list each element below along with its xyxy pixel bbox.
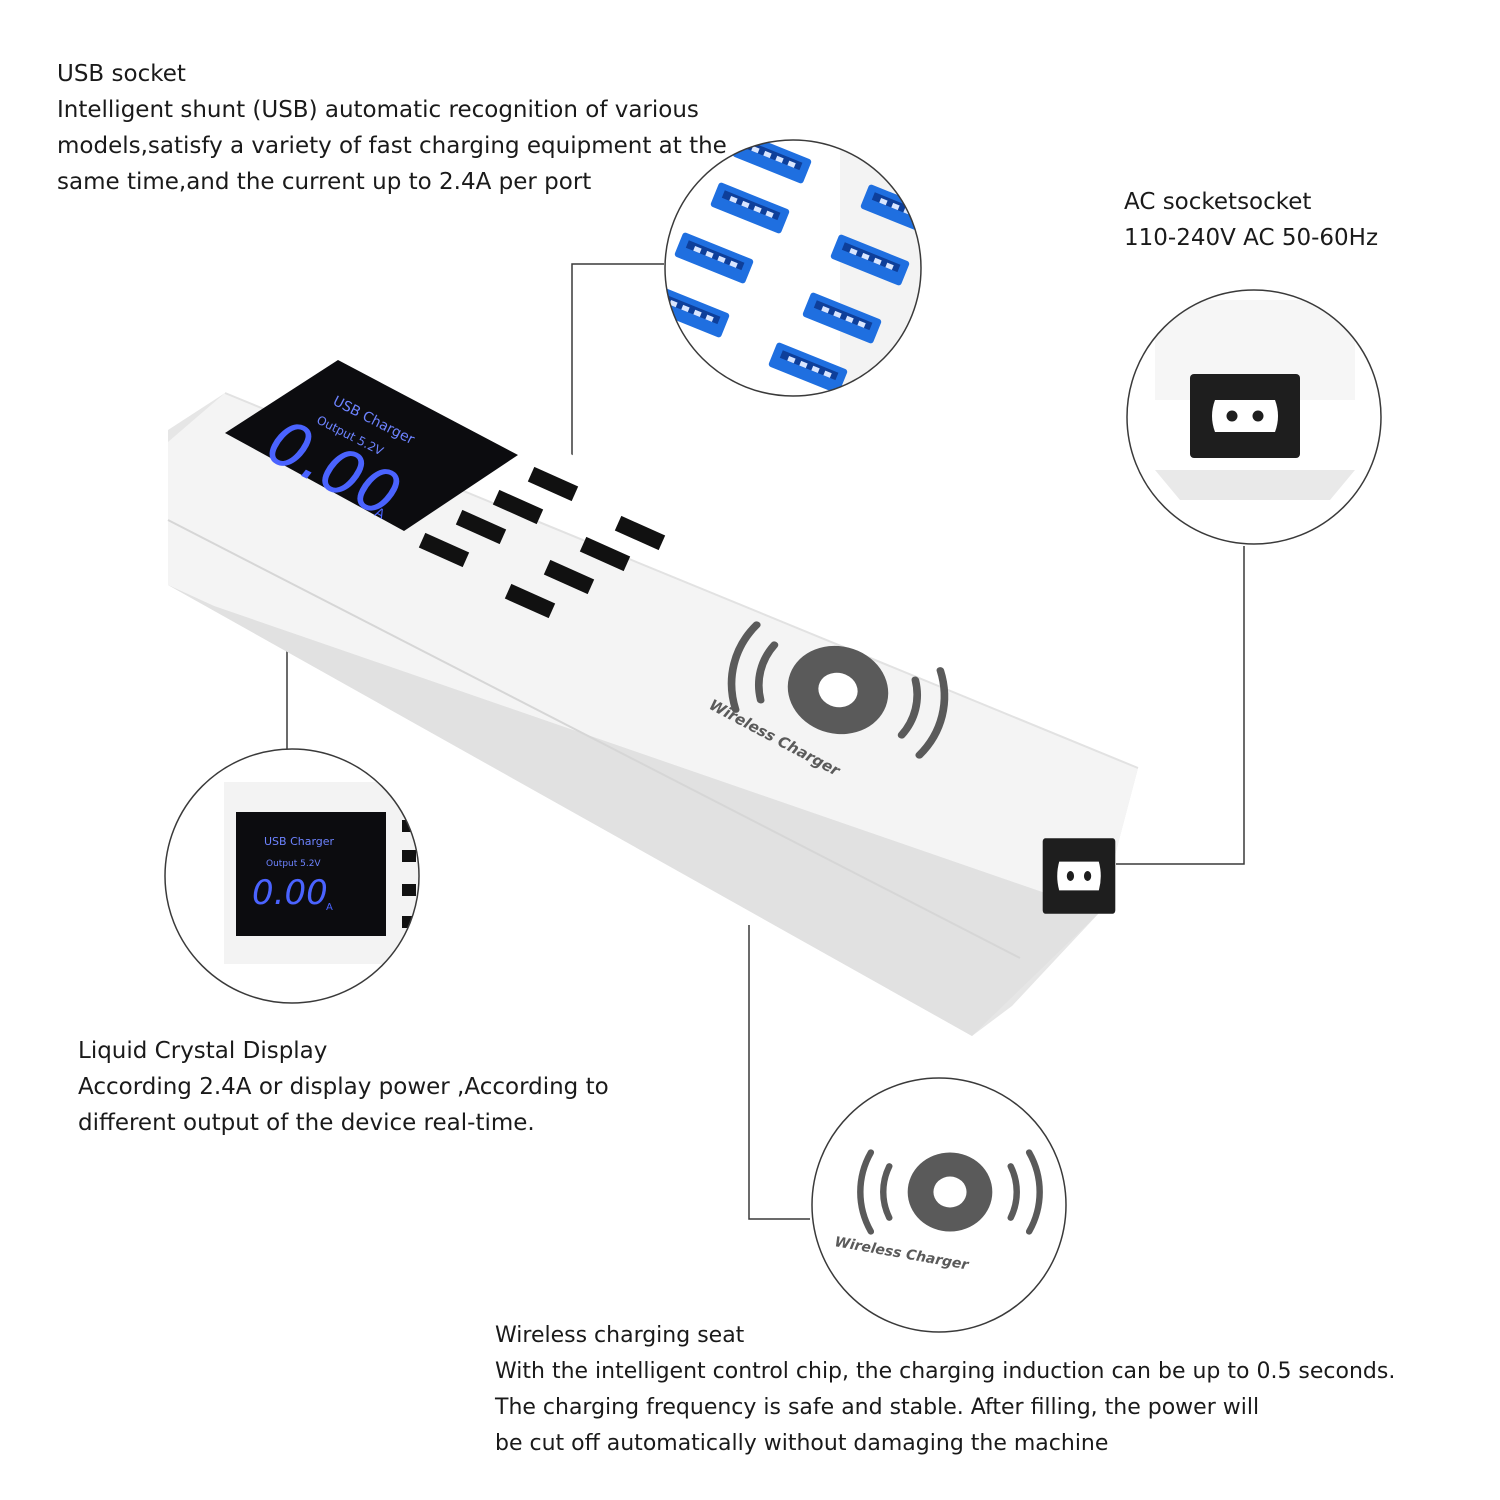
wireless-closeup-inset: Wireless Charger	[811, 1077, 1067, 1333]
usb-port-icon	[527, 466, 579, 502]
lcd-screen-icon	[236, 812, 386, 936]
usb-socket-callout: USB socket Intelligent shunt (USB) autom…	[57, 56, 727, 200]
usb-port-icon	[614, 515, 666, 551]
ac-socket-icon	[1042, 838, 1116, 914]
lcd-title: USB Charger	[264, 835, 335, 848]
lcd-closeup-inset: USB Charger Output 5.2V 0.00 A	[164, 748, 420, 1004]
callout-text: same time,and the current up to 2.4A per…	[57, 169, 592, 195]
usb-port-icon	[504, 583, 556, 619]
lcd-callout: Liquid Crystal Display According 2.4A or…	[78, 1033, 609, 1141]
callout-title: USB socket	[57, 61, 186, 87]
charger-device: USB Charger Output 5.2V 0.00 A	[167, 333, 1139, 1036]
callout-title: Wireless charging seat	[495, 1323, 745, 1348]
callout-text: models,satisfy a variety of fast chargin…	[57, 133, 727, 159]
ac-closeup-inset	[1126, 289, 1382, 545]
lcd-reading: 0.00	[252, 873, 328, 913]
callout-text: With the intelligent control chip, the c…	[495, 1359, 1396, 1384]
usb-port-icon	[579, 536, 631, 572]
usb-port-icon	[543, 559, 595, 595]
callout-title: AC socketsocket	[1124, 189, 1312, 215]
callout-text: different output of the device real-time…	[78, 1110, 535, 1136]
callout-title: Liquid Crystal Display	[78, 1038, 328, 1064]
lcd-unit: A	[326, 902, 333, 913]
callout-text: 110-240V AC 50-60Hz	[1124, 225, 1379, 251]
usb-port-icon	[418, 532, 470, 568]
callout-text: be cut off automatically without damagin…	[495, 1431, 1109, 1456]
callout-text: According 2.4A or display power ,Accordi…	[78, 1074, 609, 1100]
usb-ports	[418, 466, 666, 619]
lcd-output: Output 5.2V	[266, 859, 321, 869]
wireless-callout: Wireless charging seat With the intellig…	[495, 1318, 1395, 1462]
callout-text: Intelligent shunt (USB) automatic recogn…	[57, 97, 699, 123]
usb-port-icon	[455, 509, 507, 545]
ac-socket-callout: AC socketsocket 110-240V AC 50-60Hz	[1124, 184, 1378, 256]
lcd-screen-icon: USB Charger Output 5.2V 0.00 A	[225, 360, 518, 532]
callout-text: The charging frequency is safe and stabl…	[495, 1395, 1260, 1420]
usb-port-icon	[492, 489, 544, 525]
